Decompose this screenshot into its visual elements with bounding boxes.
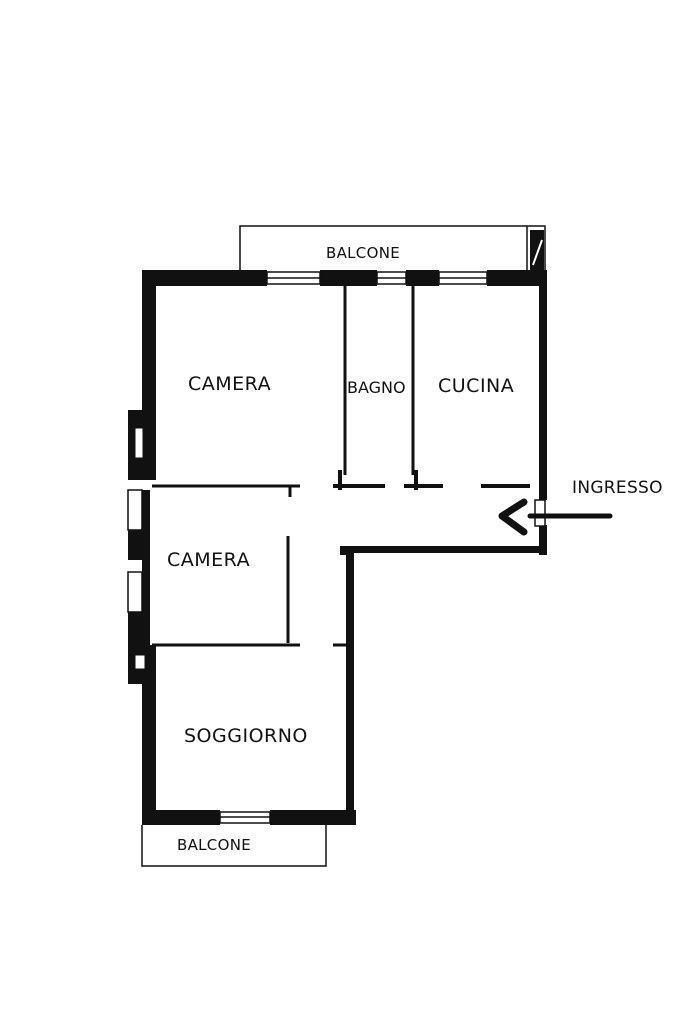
windows bbox=[219, 271, 488, 824]
wall-left-mid bbox=[142, 490, 150, 680]
walls bbox=[142, 270, 547, 825]
label-camera-top: CAMERA bbox=[188, 373, 272, 395]
entrance-arrow-head bbox=[498, 498, 528, 536]
wall-top-right bbox=[487, 270, 545, 286]
label-balcone-bottom: BALCONE bbox=[177, 836, 251, 854]
label-ingresso: INGRESSO bbox=[572, 478, 663, 498]
balcony-bottom bbox=[141, 825, 327, 867]
label-soggiorno: SOGGIORNO bbox=[184, 725, 308, 747]
left-pier-low-window bbox=[134, 654, 146, 670]
left-wall-details bbox=[127, 410, 150, 684]
door-jambs bbox=[333, 470, 530, 490]
balcony-top-rail bbox=[239, 225, 546, 270]
label-balcone-top: BALCONE bbox=[326, 244, 400, 262]
wall-bottom-left bbox=[142, 810, 220, 825]
partitions bbox=[152, 286, 415, 647]
balcony-top bbox=[239, 225, 546, 270]
label-cucina: CUCINA bbox=[438, 375, 515, 397]
left-pier-top-window bbox=[134, 427, 144, 459]
left-pier-low bbox=[128, 612, 144, 684]
balcony-top-post-hatch bbox=[532, 239, 543, 266]
wall-left-upper bbox=[142, 270, 156, 480]
balcony-bottom-rail bbox=[141, 825, 327, 867]
left-window-camera bbox=[127, 489, 143, 531]
wall-top-left bbox=[142, 270, 267, 286]
wall-top-mid bbox=[320, 270, 377, 286]
corridor-corner-block bbox=[340, 546, 354, 555]
wall-corridor-bottom bbox=[348, 546, 547, 553]
entrance-arrow-icon bbox=[498, 498, 613, 536]
wall-left-lower bbox=[142, 645, 156, 825]
label-bagno: BAGNO bbox=[347, 378, 406, 397]
left-window-camera2 bbox=[127, 571, 143, 613]
wall-soggiorno-right bbox=[346, 555, 354, 825]
wall-top-mid2 bbox=[406, 270, 439, 286]
label-camera-left: CAMERA bbox=[167, 549, 251, 571]
wall-right-lower bbox=[539, 525, 547, 555]
wall-bottom-right bbox=[270, 810, 356, 825]
balcony-top-post bbox=[530, 230, 544, 270]
entrance-door bbox=[534, 499, 546, 527]
left-pier-mid bbox=[128, 530, 150, 560]
wall-right bbox=[539, 270, 547, 500]
